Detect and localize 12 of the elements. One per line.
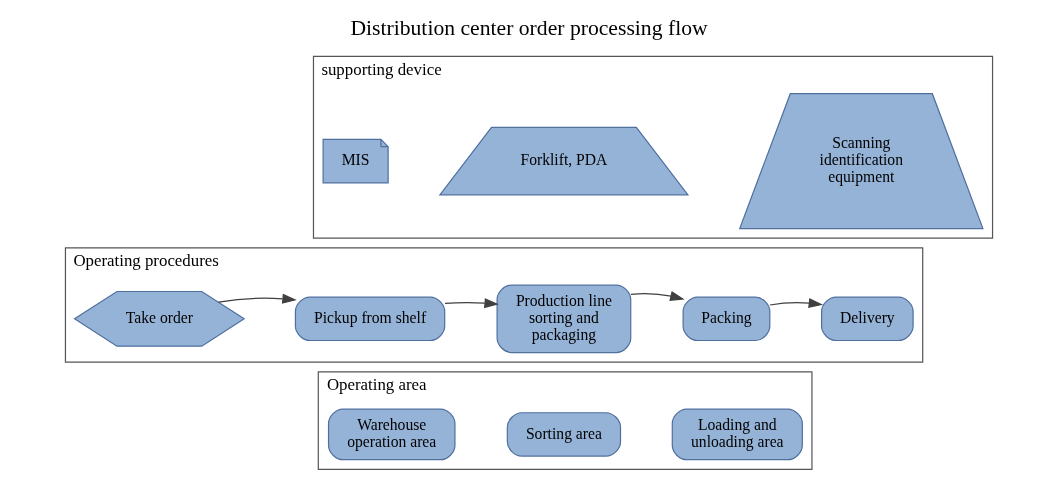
arrow: [217, 293, 297, 304]
diagram-title: Distribution center order processing flow: [349, 16, 708, 41]
node-box: Delivery: [820, 296, 914, 342]
arrow: [768, 298, 823, 309]
node-box: Sorting area: [506, 412, 621, 457]
node-box: Warehouse operation area: [327, 408, 456, 461]
node-box: Pickup from shelf: [294, 296, 445, 342]
arrow: [443, 298, 499, 309]
node-box: Production line sorting and packaging: [496, 284, 631, 354]
arrow: [629, 291, 685, 301]
node-box: Loading and unloading area: [671, 408, 803, 461]
node-box: Packing: [682, 296, 770, 342]
